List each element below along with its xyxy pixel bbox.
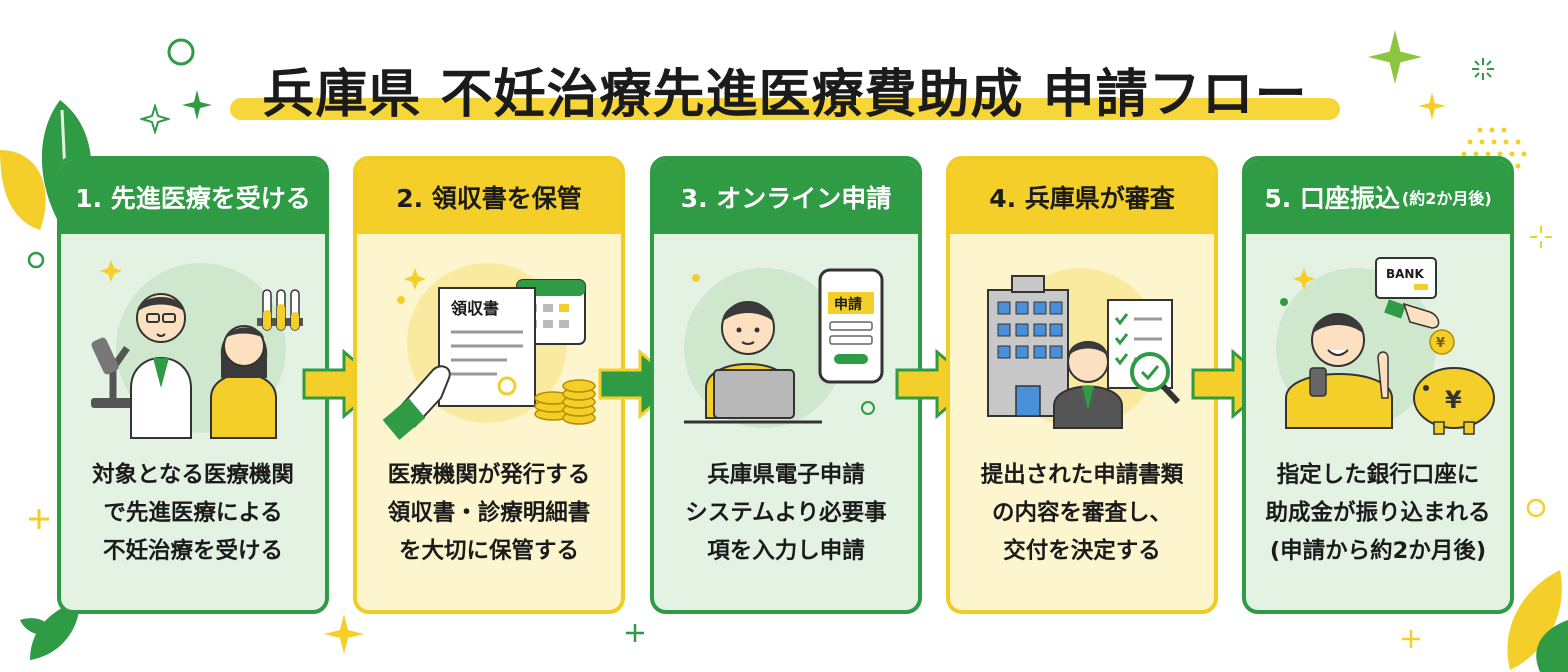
- step-description: 医療機関が発行する 領収書・診療明細書 を大切に保管する: [387, 462, 591, 564]
- step-card-5: 5. 口座振込(約2か月後) BANK ¥ ¥ 指定した銀行口座に 助成金が振り…: [1242, 156, 1514, 614]
- sparkle-icon: [29, 509, 49, 529]
- piggy-bank-yen-label: ¥: [1445, 386, 1462, 414]
- step-heading: 2. 領収書を保管: [357, 160, 621, 234]
- leaf-decoration-bottom-right: [1507, 570, 1568, 672]
- ring-decoration: [167, 38, 195, 66]
- sparkle-icon: [324, 614, 364, 654]
- coin-yen-label: ¥: [1436, 336, 1445, 351]
- burst-icon: [1530, 226, 1552, 248]
- online-application-illustration: 申請: [684, 268, 884, 428]
- step-description: 対象となる医療機関 で先進医療による 不妊治療を受ける: [92, 462, 294, 564]
- step-card-3: 3. オンライン申請 申請 兵庫県電子申請 システムより必要事 項を入力し申請: [650, 156, 922, 614]
- step-card-2: 2. 領収書を保管 領収書 医療機関が発行する 領収書・診療明細書 を大切に保管…: [353, 156, 625, 614]
- step-heading-text: 3. オンライン申請: [680, 184, 892, 213]
- doctor-patient-illustration: [91, 260, 303, 439]
- step-card-1: 1. 先進医療を受ける 対象となる医療機関 で先進医療による 不妊治療を受ける: [57, 156, 329, 614]
- sparkle-icon: [1368, 30, 1422, 84]
- sparkle-icon: [1418, 92, 1446, 120]
- ring-decoration: [27, 251, 45, 269]
- step-heading-text: 2. 領収書を保管: [396, 184, 582, 213]
- sparkle-icon: [182, 90, 212, 120]
- review-illustration: [987, 268, 1181, 429]
- receipt-label: 領収書: [451, 299, 499, 318]
- step-description: 指定した銀行口座に 助成金が振り込まれる (申請から約2か月後): [1265, 462, 1491, 564]
- receipt-calendar-illustration: 領収書: [382, 263, 596, 440]
- step-heading: 1. 先進医療を受ける: [61, 160, 325, 234]
- leaf-decoration-bottom-left: [20, 600, 80, 660]
- step-heading-text: 1. 先進医療を受ける: [75, 184, 311, 213]
- sparkle-icon: [626, 624, 644, 642]
- step-heading-text: 5. 口座振込: [1264, 184, 1400, 213]
- step-description: 兵庫県電子申請 システムより必要事 項を入力し申請: [685, 462, 887, 564]
- phone-screen-label: 申請: [834, 296, 862, 313]
- bank-transfer-illustration: BANK ¥ ¥: [1276, 257, 1495, 435]
- sparkle-icon: [140, 104, 170, 134]
- step-heading: 3. オンライン申請: [654, 160, 918, 234]
- ring-decoration: [1526, 498, 1546, 518]
- step-card-4: 4. 兵庫県が審査 提出された申請書類 の内容を審査し、 交付を決定する: [946, 156, 1218, 614]
- step-heading: 4. 兵庫県が審査: [950, 160, 1214, 234]
- bank-card-label: BANK: [1386, 267, 1424, 281]
- step-heading: 5. 口座振込(約2か月後): [1246, 160, 1510, 234]
- title-highlight: [230, 98, 1340, 120]
- step-description: 提出された申請書類 の内容を審査し、 交付を決定する: [980, 462, 1184, 564]
- sparkle-icon: [1402, 630, 1420, 648]
- title-banner: 兵庫県 不妊治療先進医療費助成 申請フロー: [230, 46, 1340, 126]
- burst-icon: [1472, 58, 1494, 80]
- page-title: 兵庫県 不妊治療先進医療費助成 申請フロー: [262, 65, 1308, 125]
- step-heading-text: 4. 兵庫県が審査: [989, 184, 1175, 213]
- step-heading-note: (約2か月後): [1401, 189, 1492, 208]
